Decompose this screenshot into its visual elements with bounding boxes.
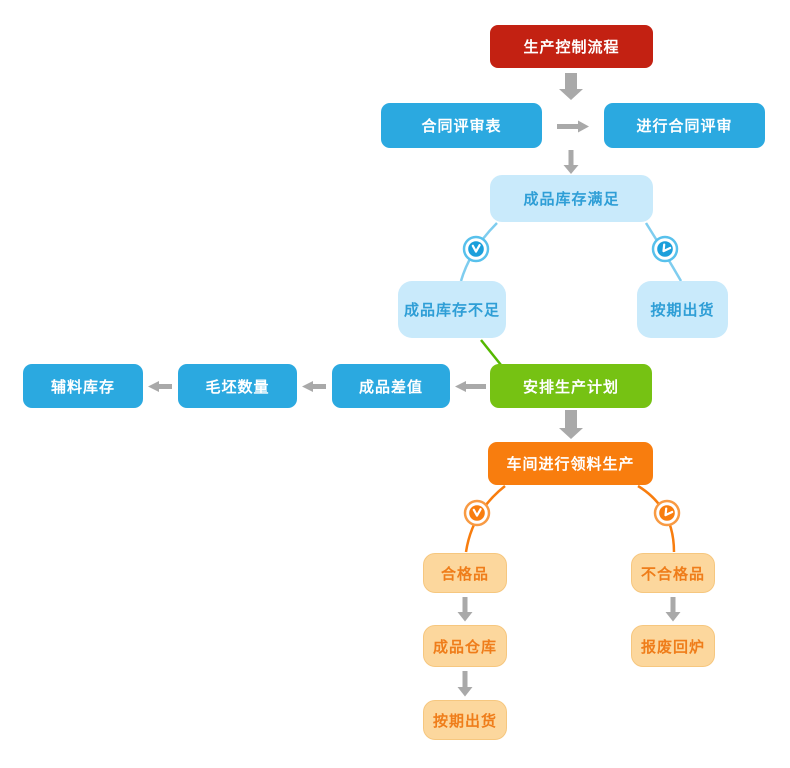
node-unqualified-products: 不合格品 <box>631 553 715 593</box>
node-auxiliary-material-stock: 辅料库存 <box>23 364 143 408</box>
node-qualified-products: 合格品 <box>423 553 507 593</box>
node-contract-review-form: 合同评审表 <box>381 103 542 148</box>
edge-stock-ok-to-stock-short <box>459 222 498 282</box>
clock-icon <box>653 499 681 527</box>
node-blank-quantity: 毛坯数量 <box>178 364 297 408</box>
clock-icon <box>463 499 491 527</box>
node-arrange-production-plan: 安排生产计划 <box>490 364 652 408</box>
arrow-down-icon <box>457 597 473 622</box>
clock-icon <box>462 235 490 263</box>
arrow-right-icon <box>557 120 589 133</box>
edge-workshop-to-unqualified <box>637 484 676 553</box>
node-finished-product-difference: 成品差值 <box>332 364 450 408</box>
edge-stock-ok-to-ship1 <box>644 222 683 282</box>
node-finished-stock-sufficient: 成品库存满足 <box>490 175 653 222</box>
node-production-control-process: 生产控制流程 <box>490 25 653 68</box>
node-scrap-remelt: 报废回炉 <box>631 625 715 667</box>
arrow-left-icon <box>455 381 486 392</box>
arrow-down-icon <box>559 73 583 100</box>
node-conduct-contract-review: 进行合同评审 <box>604 103 765 148</box>
node-ship-on-schedule-top: 按期出货 <box>637 281 728 338</box>
clock-icon <box>651 235 679 263</box>
node-ship-on-schedule-bottom: 按期出货 <box>423 700 507 740</box>
arrow-down-icon <box>559 410 583 439</box>
node-workshop-material-production: 车间进行领料生产 <box>488 442 653 485</box>
arrow-down-icon <box>665 597 681 622</box>
arrow-left-icon <box>148 381 172 392</box>
node-finished-goods-warehouse: 成品仓库 <box>423 625 507 667</box>
arrow-down-icon <box>457 671 473 697</box>
node-finished-stock-insufficient: 成品库存不足 <box>398 281 506 338</box>
edge-stock-short-to-plan <box>480 339 502 366</box>
arrow-down-icon <box>563 150 579 174</box>
arrow-left-icon <box>302 381 326 392</box>
edge-workshop-to-qualified <box>464 485 506 553</box>
